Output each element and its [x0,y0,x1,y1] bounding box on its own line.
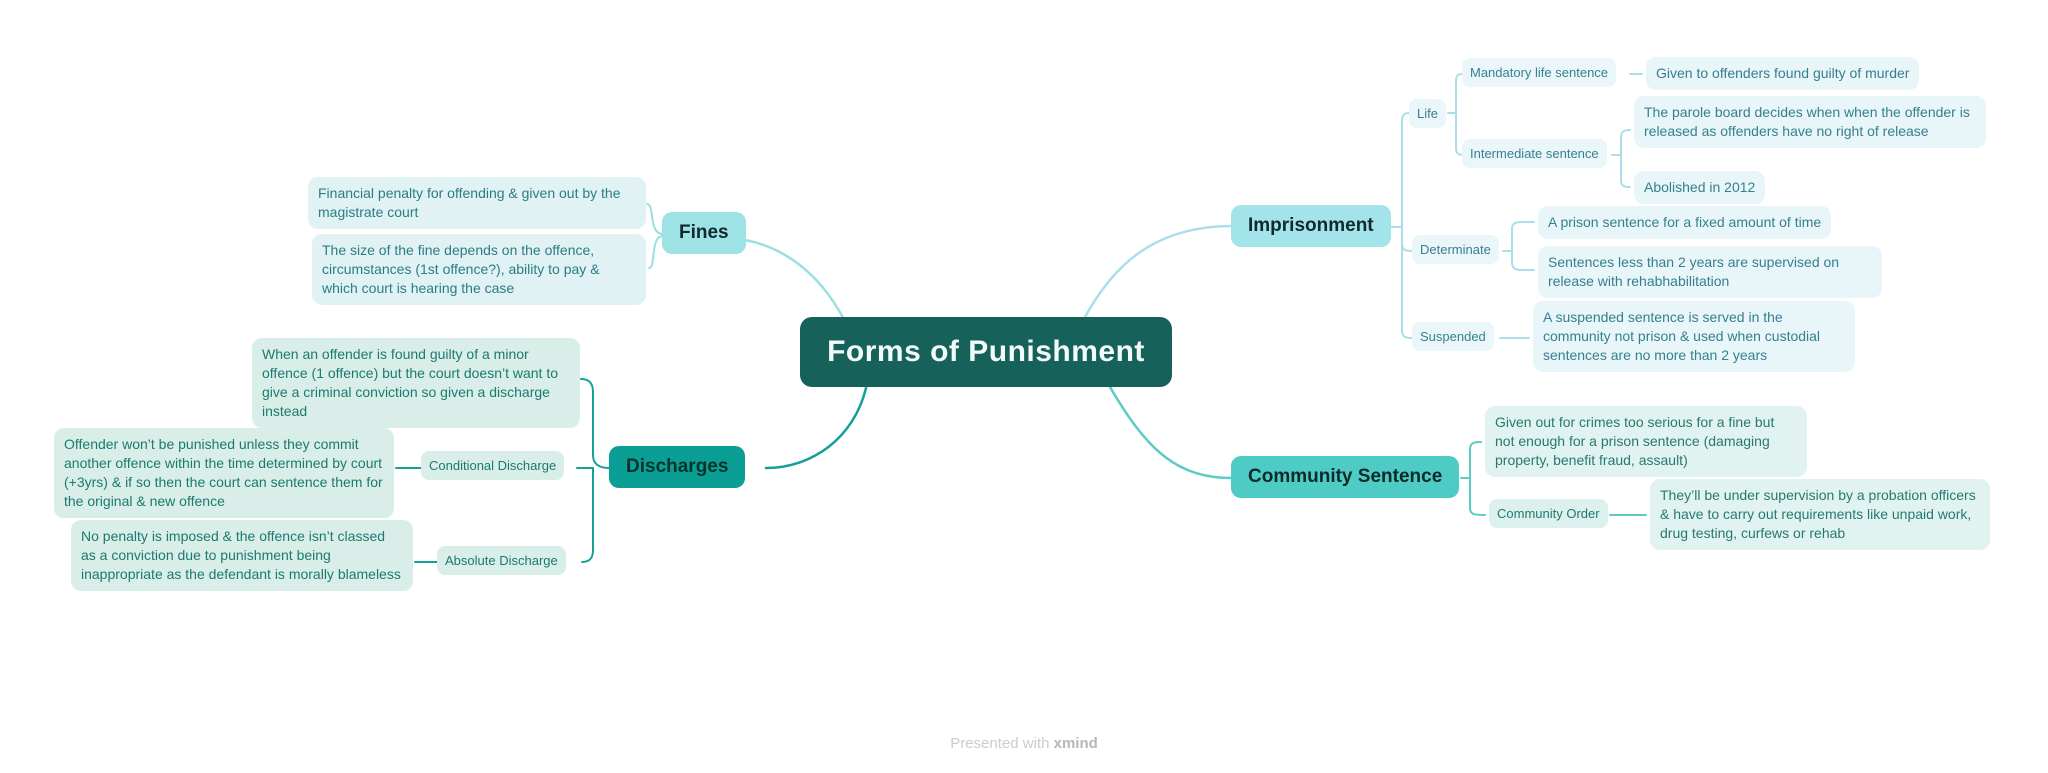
note-fines-1[interactable]: Financial penalty for offending & given … [308,177,646,229]
note-intermediate-1[interactable]: The parole board decides when when the o… [1634,96,1986,148]
topic-intermediate-sentence[interactable]: Intermediate sentence [1462,139,1607,168]
topic-community-order[interactable]: Community Order [1489,499,1608,528]
topic-absolute-discharge[interactable]: Absolute Discharge [437,546,566,575]
topic-imprisonment[interactable]: Imprisonment [1231,205,1391,247]
note-determinate-2[interactable]: Sentences less than 2 years are supervis… [1538,246,1882,298]
note-community-sentence[interactable]: Given out for crimes too serious for a f… [1485,406,1807,477]
note-determinate-1[interactable]: A prison sentence for a fixed amount of … [1538,206,1832,239]
watermark-brand: xmind [1053,735,1098,752]
central-topic[interactable]: Forms of Punishment [800,317,1172,387]
topic-conditional-discharge[interactable]: Conditional Discharge [421,451,565,480]
topic-discharges[interactable]: Discharges [609,446,746,488]
watermark: Presented with xmind [950,735,1098,752]
note-community-order[interactable]: They’ll be under supervision by a probat… [1650,479,1990,550]
topic-suspended[interactable]: Suspended [1412,322,1494,351]
topic-determinate[interactable]: Determinate [1412,235,1499,264]
note-fines-2[interactable]: The size of the fine depends on the offe… [312,234,646,305]
topic-life[interactable]: Life [1409,99,1446,128]
note-mandatory-life-sentence[interactable]: Given to offenders found guilty of murde… [1646,57,1920,90]
topic-mandatory-life-sentence[interactable]: Mandatory life sentence [1462,58,1617,87]
note-absolute-discharge[interactable]: No penalty is imposed & the offence isn’… [71,520,413,591]
topic-fines[interactable]: Fines [662,212,746,254]
note-conditional-discharge[interactable]: Offender won’t be punished unless they c… [54,428,394,518]
topic-community-sentence[interactable]: Community Sentence [1231,456,1460,498]
watermark-prefix: Presented with [950,735,1054,752]
note-discharges[interactable]: When an offender is found guilty of a mi… [252,338,580,428]
note-intermediate-2[interactable]: Abolished in 2012 [1634,171,1766,204]
note-suspended[interactable]: A suspended sentence is served in the co… [1533,301,1855,372]
